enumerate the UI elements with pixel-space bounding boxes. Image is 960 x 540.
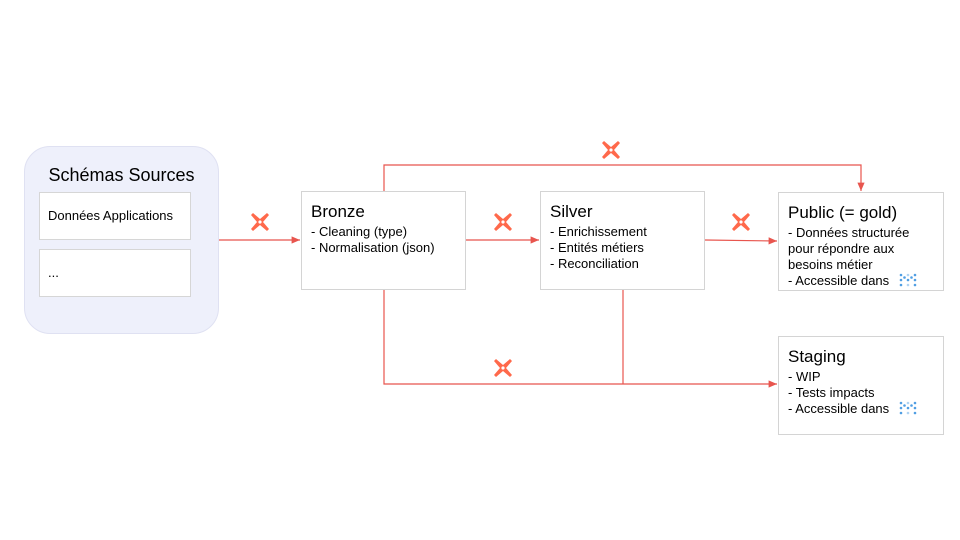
staging-node: Staging - WIP - Tests impacts - Accessib… [778, 336, 944, 435]
silver-title: Silver [550, 202, 593, 221]
dbt-icon [602, 141, 620, 159]
metabase-icon [899, 273, 917, 287]
detail-line: - Reconciliation [550, 256, 639, 271]
dbt-icon [494, 213, 512, 231]
source-label: ... [48, 265, 59, 280]
bronze-node: Bronze - Cleaning (type) - Normalisation… [301, 191, 466, 290]
metabase-icon [899, 401, 917, 415]
detail-text: - Accessible dans [788, 273, 890, 288]
bronze-title: Bronze [311, 202, 365, 221]
bronze-details: - Cleaning (type) - Normalisation (json) [311, 224, 456, 256]
sources-group [24, 146, 219, 334]
detail-line: - Tests impacts [788, 385, 875, 400]
arrow-bronze-to-public [383, 164, 865, 191]
sources-title: Schémas Sources [48, 165, 195, 185]
dbt-icon [494, 359, 512, 377]
detail-line: pour répondre aux [788, 241, 895, 256]
detail-line: - Données structurée [788, 225, 910, 240]
staging-details: - WIP - Tests impacts - Accessible dans [788, 369, 934, 417]
dbt-icon [732, 213, 750, 231]
detail-line: besoins métier [788, 257, 873, 272]
source-label: Données Applications [48, 208, 174, 223]
detail-line: - Normalisation (json) [311, 240, 435, 255]
detail-text: - Accessible dans [788, 401, 890, 416]
dbt-icon [251, 213, 269, 231]
silver-node: Silver - Enrichissement - Entités métier… [540, 191, 705, 290]
silver-details: - Enrichissement - Entités métiers - Rec… [550, 224, 695, 272]
detail-line: - Entités métiers [550, 240, 644, 255]
arrow-silver-to-public [704, 237, 778, 245]
public-title: Public (= gold) [788, 203, 898, 222]
source-card-applications: Données Applications [39, 192, 191, 240]
arrow-bronze-to-staging [383, 289, 777, 388]
public-details: - Données structurée pour répondre aux b… [788, 225, 934, 289]
staging-title: Staging [788, 347, 846, 366]
detail-line: - Cleaning (type) [311, 224, 408, 239]
detail-line-with-icon: - Accessible dans [788, 401, 934, 417]
public-node: Public (= gold) - Données structurée pou… [778, 192, 944, 291]
detail-line-with-icon: - Accessible dans [788, 273, 934, 289]
detail-line: - Enrichissement [550, 224, 647, 239]
detail-line: - WIP [788, 369, 821, 384]
source-card-more: ... [39, 249, 191, 297]
